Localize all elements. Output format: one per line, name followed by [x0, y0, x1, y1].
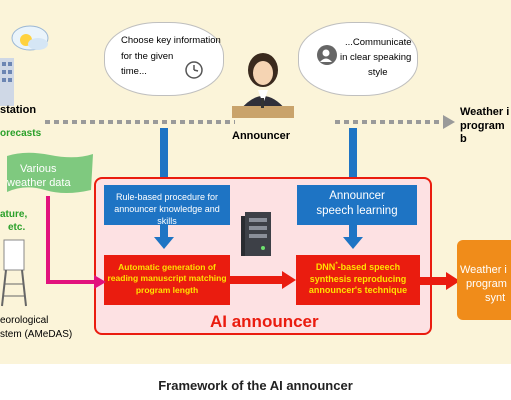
manuscript-line-3: program length	[135, 284, 199, 295]
dnn-term: DNN	[315, 262, 336, 272]
etc-label: etc.	[8, 222, 26, 233]
magenta-input-arrow	[40, 196, 106, 300]
dnn-synthesis-box: DNN*-based speech synthesis reproducing …	[296, 255, 420, 305]
speech-learning-line-1: Announcer	[329, 190, 385, 202]
blue-arrow-right-shaft	[349, 128, 357, 188]
rule-based-box: Rule-based procedure for announcer knowl…	[104, 185, 230, 227]
blue-arrow-right-lower	[349, 225, 357, 237]
output-right-line-1: Weather i	[460, 264, 507, 276]
speech-learning-box: Announcer speech learning	[297, 185, 417, 225]
dnn-line-3: announcer's technique	[308, 285, 408, 296]
bubble-right-line-1: ...Communicate	[345, 37, 412, 48]
manuscript-line-1: Automatic generation of	[118, 262, 216, 272]
bubble-left-line-2: for the given	[121, 51, 174, 62]
server-computer-icon	[241, 212, 275, 258]
output-top-line-1: Weather i	[460, 106, 510, 118]
blue-arrow-left-lower	[160, 225, 168, 237]
bubble-left-line-3: time...	[121, 66, 147, 77]
meteorological-label-2: stem (AMeDAS)	[0, 329, 73, 340]
weather-program-output-box	[457, 240, 511, 320]
output-top-line-2: program b	[460, 120, 505, 145]
bubble-right-line-2: in clear speaking	[340, 52, 412, 63]
bubble-left-line-1: Choose key information	[121, 35, 221, 46]
meteorological-label-1: eorological	[0, 315, 49, 326]
red-output-arrow	[420, 272, 460, 290]
blue-arrow-left-shaft	[160, 128, 168, 188]
ai-announcer-title: AI announcer	[210, 312, 319, 331]
gray-dotted-arrow	[45, 113, 505, 131]
figure-caption: Framework of the AI announcer	[158, 378, 353, 393]
rule-based-line-1: Rule-based procedure for	[115, 192, 219, 202]
manuscript-generation-box: Automatic generation of reading manuscri…	[104, 255, 230, 305]
speech-learning-line-2: speech learning	[316, 204, 398, 217]
various-weather-data-banner	[5, 150, 95, 196]
weather-data-label: weather data	[7, 177, 71, 189]
speaking-person-icon	[316, 44, 338, 66]
dnn-line-1: DNN*-based speech	[296, 262, 420, 274]
station-label: station	[0, 104, 37, 116]
dnn-suffix: -based speech	[337, 262, 401, 272]
bubble-right-line-3: style	[368, 67, 388, 78]
announcer-figure-icon	[232, 48, 294, 120]
weather-station-icon	[0, 18, 60, 113]
blue-arrowhead-right	[343, 237, 363, 249]
blue-arrowhead-left	[154, 237, 174, 249]
clock-icon	[184, 60, 204, 80]
thought-bubble-left	[104, 22, 224, 96]
dnn-line-2: synthesis reproducing	[309, 273, 407, 284]
manuscript-line-2: reading manuscript matching	[107, 273, 227, 284]
dnn-footnote-mark: *	[335, 262, 338, 268]
nature-label: ature,	[0, 209, 28, 220]
red-connector-arrow	[230, 271, 296, 289]
rule-based-line-2: announcer knowledge and skills	[114, 204, 220, 227]
amedas-tower-icon	[0, 238, 40, 308]
various-label: Various	[20, 163, 57, 175]
forecasts-label: orecasts	[0, 128, 42, 139]
announcer-label: Announcer	[232, 130, 291, 142]
output-right-line-3: synt	[485, 292, 506, 304]
output-right-line-2: program	[466, 278, 507, 290]
